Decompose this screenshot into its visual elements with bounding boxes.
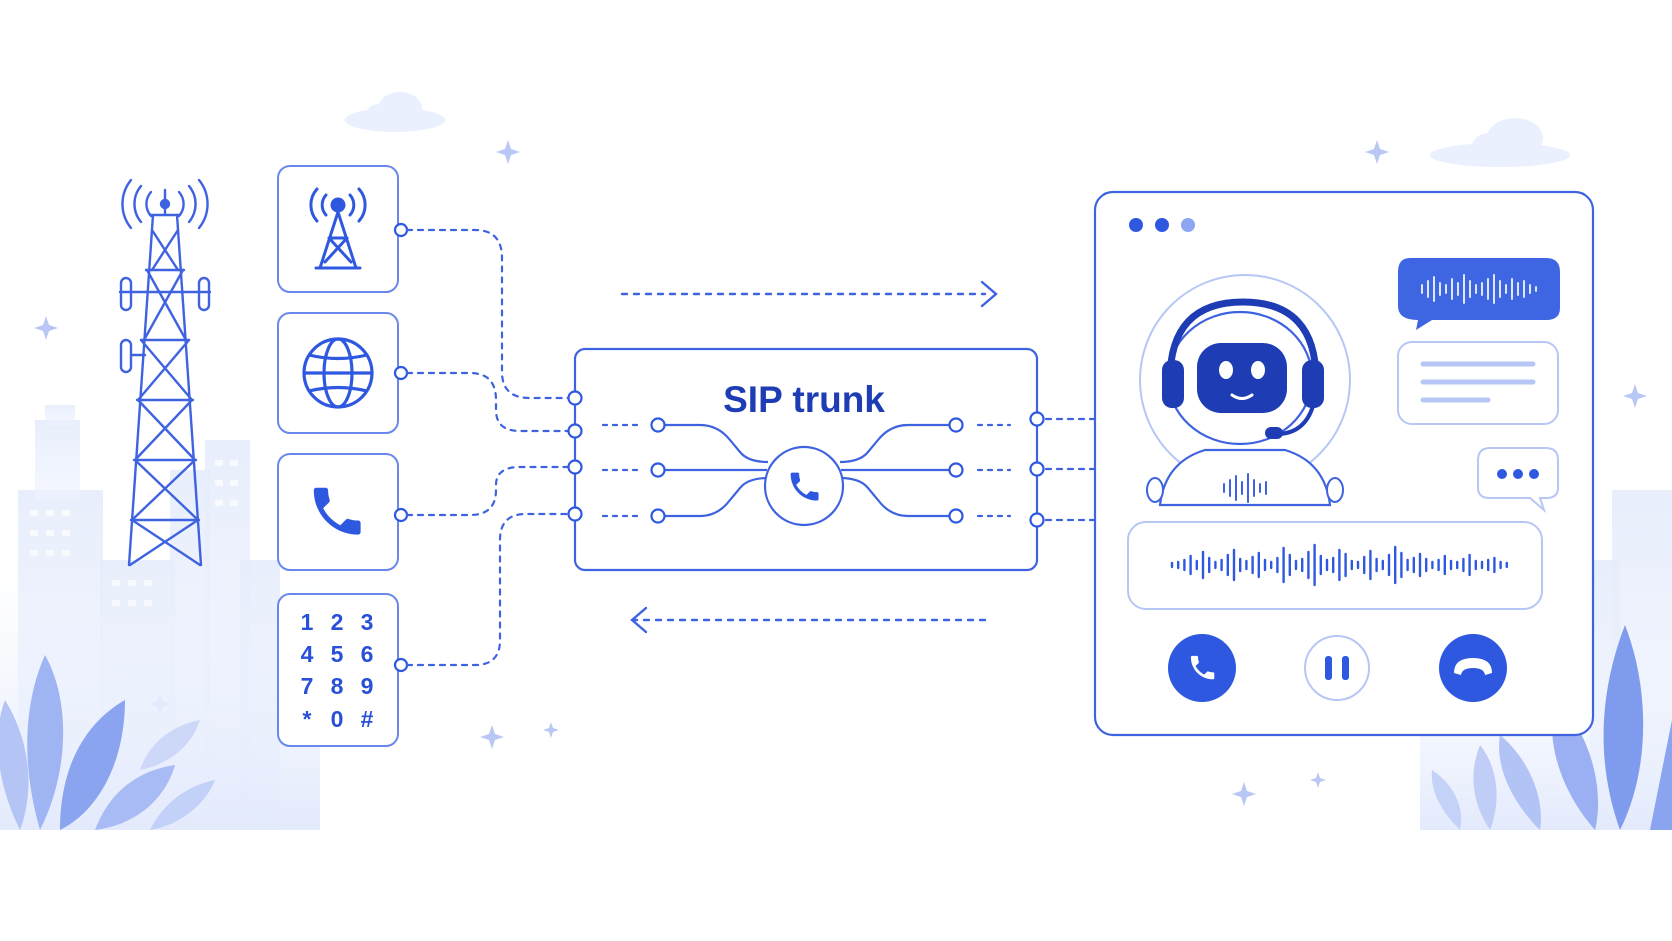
call-controls	[1168, 634, 1507, 702]
plant-right-icon	[1431, 625, 1672, 830]
input-connectors	[405, 228, 570, 667]
keypad-key[interactable]: 9	[361, 673, 374, 699]
connector-phone	[405, 465, 570, 517]
sip-trunk-box[interactable]: SIP trunk	[567, 347, 1045, 572]
flow-arrow-back	[630, 606, 987, 634]
waveform-icon	[1421, 274, 1537, 304]
window-dot[interactable]	[1155, 218, 1169, 232]
phone-icon	[1190, 655, 1215, 680]
keypad-key[interactable]: #	[361, 706, 374, 732]
trunk-phone-hub	[763, 445, 845, 527]
plant-left-icon	[0, 655, 215, 830]
window-controls	[1129, 218, 1195, 232]
connector-tower	[405, 228, 570, 400]
robot-agent-avatar	[1139, 274, 1351, 507]
text-message-bubble[interactable]	[1397, 341, 1559, 425]
globe-icon	[302, 337, 374, 409]
keypad-key[interactable]: 5	[331, 641, 344, 667]
connector-internet	[405, 371, 570, 433]
audio-waveform	[1170, 543, 1509, 587]
connector-keypad	[405, 512, 570, 667]
trunk-ports-right	[1029, 411, 1045, 528]
window-dot[interactable]	[1181, 218, 1195, 232]
keypad-key[interactable]: 1	[301, 609, 314, 635]
cell-tower-icon	[309, 187, 367, 270]
headset-icon	[1162, 298, 1324, 439]
ai-agent-window	[1093, 190, 1595, 737]
cell-tower-illustration	[118, 178, 212, 567]
phone-icon	[313, 487, 361, 535]
keypad-key[interactable]: 8	[331, 673, 344, 699]
voice-message-bubble[interactable]	[1398, 258, 1560, 330]
phone-icon	[790, 472, 819, 501]
output-connectors	[1044, 417, 1097, 522]
trunk-ports-left	[567, 390, 583, 522]
background-decorations	[0, 92, 1672, 830]
answer-call-button[interactable]	[1168, 634, 1236, 702]
phone-source-box[interactable]	[277, 453, 409, 571]
keypad-key[interactable]: 2	[331, 609, 344, 635]
keypad-key[interactable]: 3	[361, 609, 374, 635]
hang-up-button[interactable]	[1439, 634, 1507, 702]
trunk-circuit-nodes	[650, 417, 964, 524]
typing-indicator-bubble	[1477, 447, 1559, 514]
window-dot[interactable]	[1129, 218, 1143, 232]
cloud-icon	[345, 92, 1570, 167]
internet-source-box[interactable]	[277, 312, 409, 434]
trunk-internal-dots	[601, 423, 1012, 518]
trunk-circuit-lines	[658, 423, 950, 518]
pause-button[interactable]	[1304, 635, 1370, 701]
chest-waveform-icon	[1223, 473, 1267, 503]
flow-arrow-forward	[620, 280, 998, 308]
keypad-key[interactable]: 7	[301, 673, 314, 699]
keypad-key[interactable]: 0	[331, 706, 344, 732]
keypad-key[interactable]: 6	[361, 641, 374, 667]
audio-waveform-panel	[1127, 521, 1543, 610]
cell-tower-source-box[interactable]	[277, 165, 409, 293]
keypad-key[interactable]: *	[303, 706, 312, 732]
keypad-key[interactable]: 4	[301, 641, 314, 667]
hang-up-icon	[1454, 658, 1492, 675]
sip-trunk-label: SIP trunk	[723, 379, 885, 420]
pause-icon	[1325, 656, 1349, 680]
